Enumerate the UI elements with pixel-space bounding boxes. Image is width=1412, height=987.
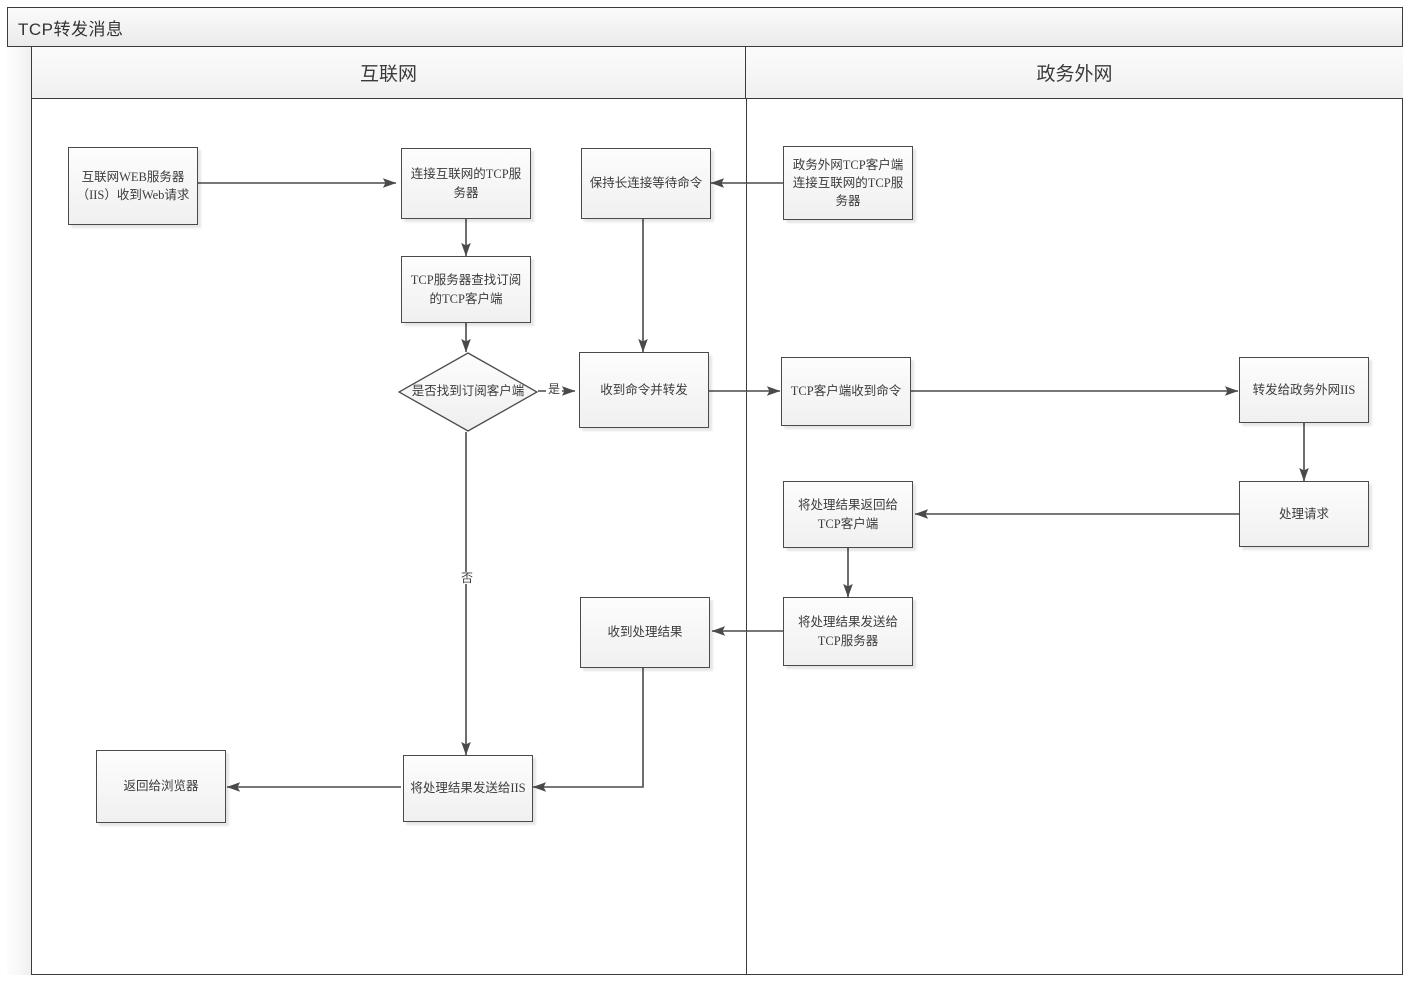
node-keep-long-connection-wait-command[interactable]: 保持长连接等待命令 [581,148,711,219]
node-label: 互联网WEB服务器（IIS）收到Web请求 [76,169,190,202]
node-label: TCP服务器查找订阅的TCP客户端 [410,273,522,306]
lane-header-internet-label: 互联网 [359,64,417,85]
lane-header-extranet-label: 政务外网 [1036,64,1113,85]
node-extranet-tcp-client-connects[interactable]: 政务外网TCP客户端连接互联网的TCP服务器 [783,146,913,220]
node-label: 连接互联网的TCP服务器 [410,167,522,200]
node-label: 保持长连接等待命令 [589,176,703,191]
lane-header-internet: 互联网 [32,47,746,99]
node-forward-to-extranet-iis[interactable]: 转发给政务外网IIS [1239,357,1369,423]
lane-divider [746,99,747,975]
node-label: 转发给政务外网IIS [1252,382,1356,397]
lane-header-extranet: 政务外网 [746,47,1403,99]
node-connect-internet-tcp-server[interactable]: 连接互联网的TCP服务器 [401,148,531,219]
node-send-result-to-iis[interactable]: 将处理结果发送给IIS [403,755,533,822]
node-decision-found-subscribed-client[interactable]: 是否找到订阅客户端 [398,352,538,432]
diagram-title: TCP转发消息 [18,19,124,39]
node-return-to-browser[interactable]: 返回给浏览器 [96,750,226,823]
node-label: 将处理结果返回给TCP客户端 [797,498,898,531]
node-label: 返回给浏览器 [123,779,199,794]
node-tcp-server-find-subscribed-client[interactable]: TCP服务器查找订阅的TCP客户端 [401,256,531,323]
node-label: 将处理结果发送给IIS [410,781,526,796]
node-received-process-result[interactable]: 收到处理结果 [580,597,710,668]
node-label: 将处理结果发送给TCP服务器 [797,615,898,648]
node-label: 收到命令并转发 [600,382,688,397]
edge-label-no: 否 [459,571,476,585]
node-return-result-to-tcp-client[interactable]: 将处理结果返回给TCP客户端 [783,481,913,548]
diagram-title-bar: TCP转发消息 [7,7,1403,47]
edge-label-yes: 是 [546,382,563,396]
node-iis-receives-web-request[interactable]: 互联网WEB服务器（IIS）收到Web请求 [68,147,198,225]
node-label: 收到处理结果 [607,625,683,640]
node-process-request[interactable]: 处理请求 [1239,481,1369,547]
diamond-shape [398,352,538,432]
node-receive-and-forward-command[interactable]: 收到命令并转发 [579,352,709,428]
node-send-result-to-tcp-server[interactable]: 将处理结果发送给TCP服务器 [783,597,913,666]
node-label: 政务外网TCP客户端连接互联网的TCP服务器 [792,157,904,209]
node-label: 是否找到订阅客户端 [411,384,525,399]
node-tcp-client-received-command[interactable]: TCP客户端收到命令 [781,357,911,426]
node-label: TCP客户端收到命令 [790,384,902,399]
pool-label-band [7,47,32,975]
node-label: 处理请求 [1278,506,1329,521]
